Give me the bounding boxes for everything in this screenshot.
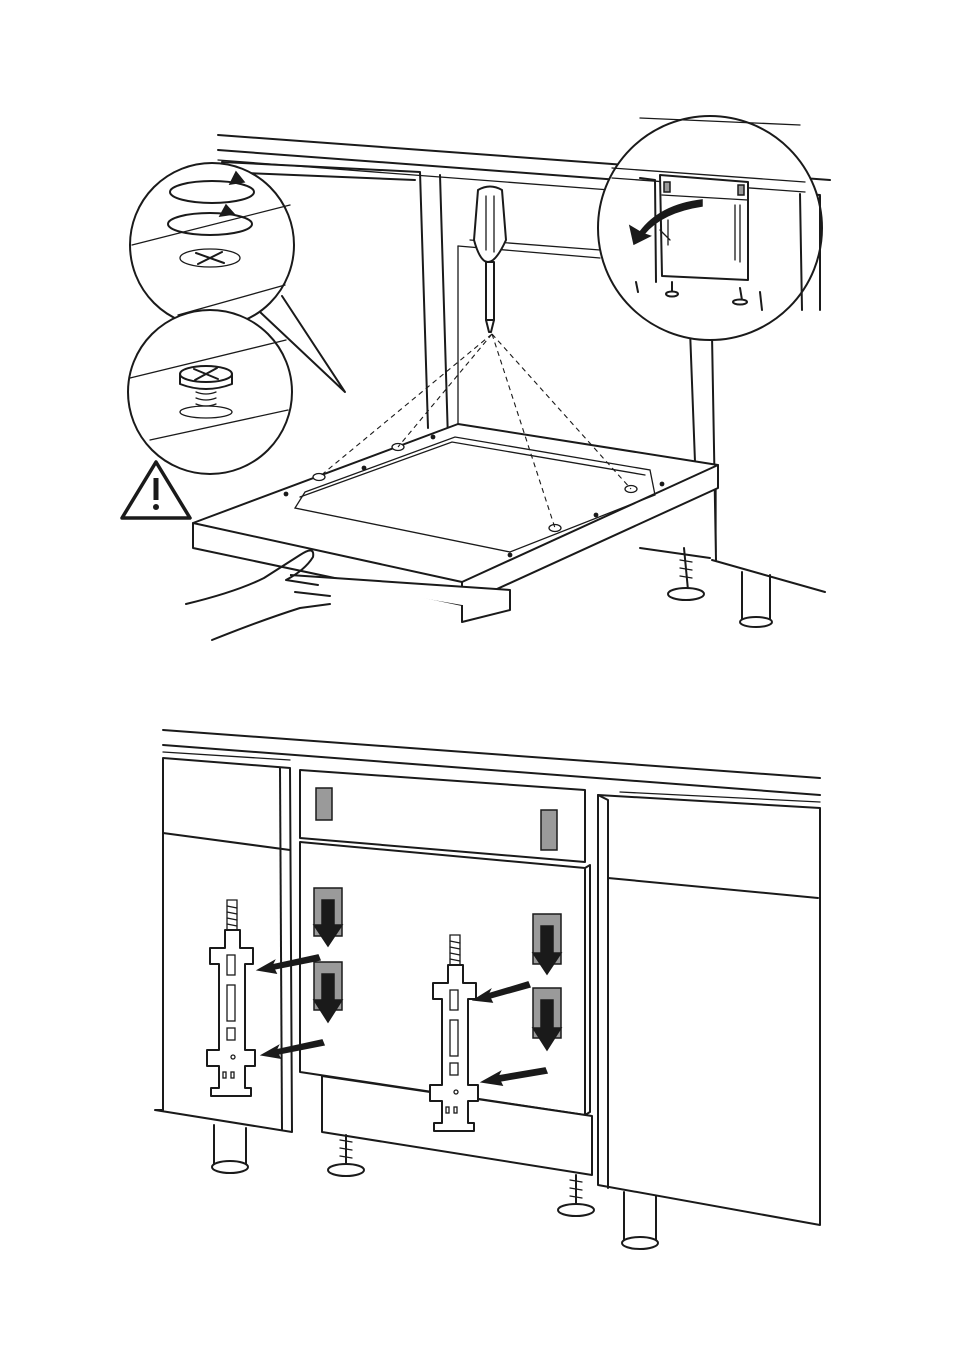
adjustable-foot <box>668 548 772 627</box>
hand-icon <box>186 550 330 640</box>
bottom-illustration <box>155 730 820 1249</box>
top-illustration <box>122 116 830 640</box>
detail-circle-rotation <box>130 163 294 327</box>
hob-top <box>193 424 718 605</box>
right-cabinet-door <box>598 795 820 1225</box>
detail-circle-cabinet <box>598 116 822 340</box>
screwdriver-icon <box>474 187 506 333</box>
detail-circle-screw <box>128 310 292 474</box>
warning-icon <box>122 462 190 518</box>
